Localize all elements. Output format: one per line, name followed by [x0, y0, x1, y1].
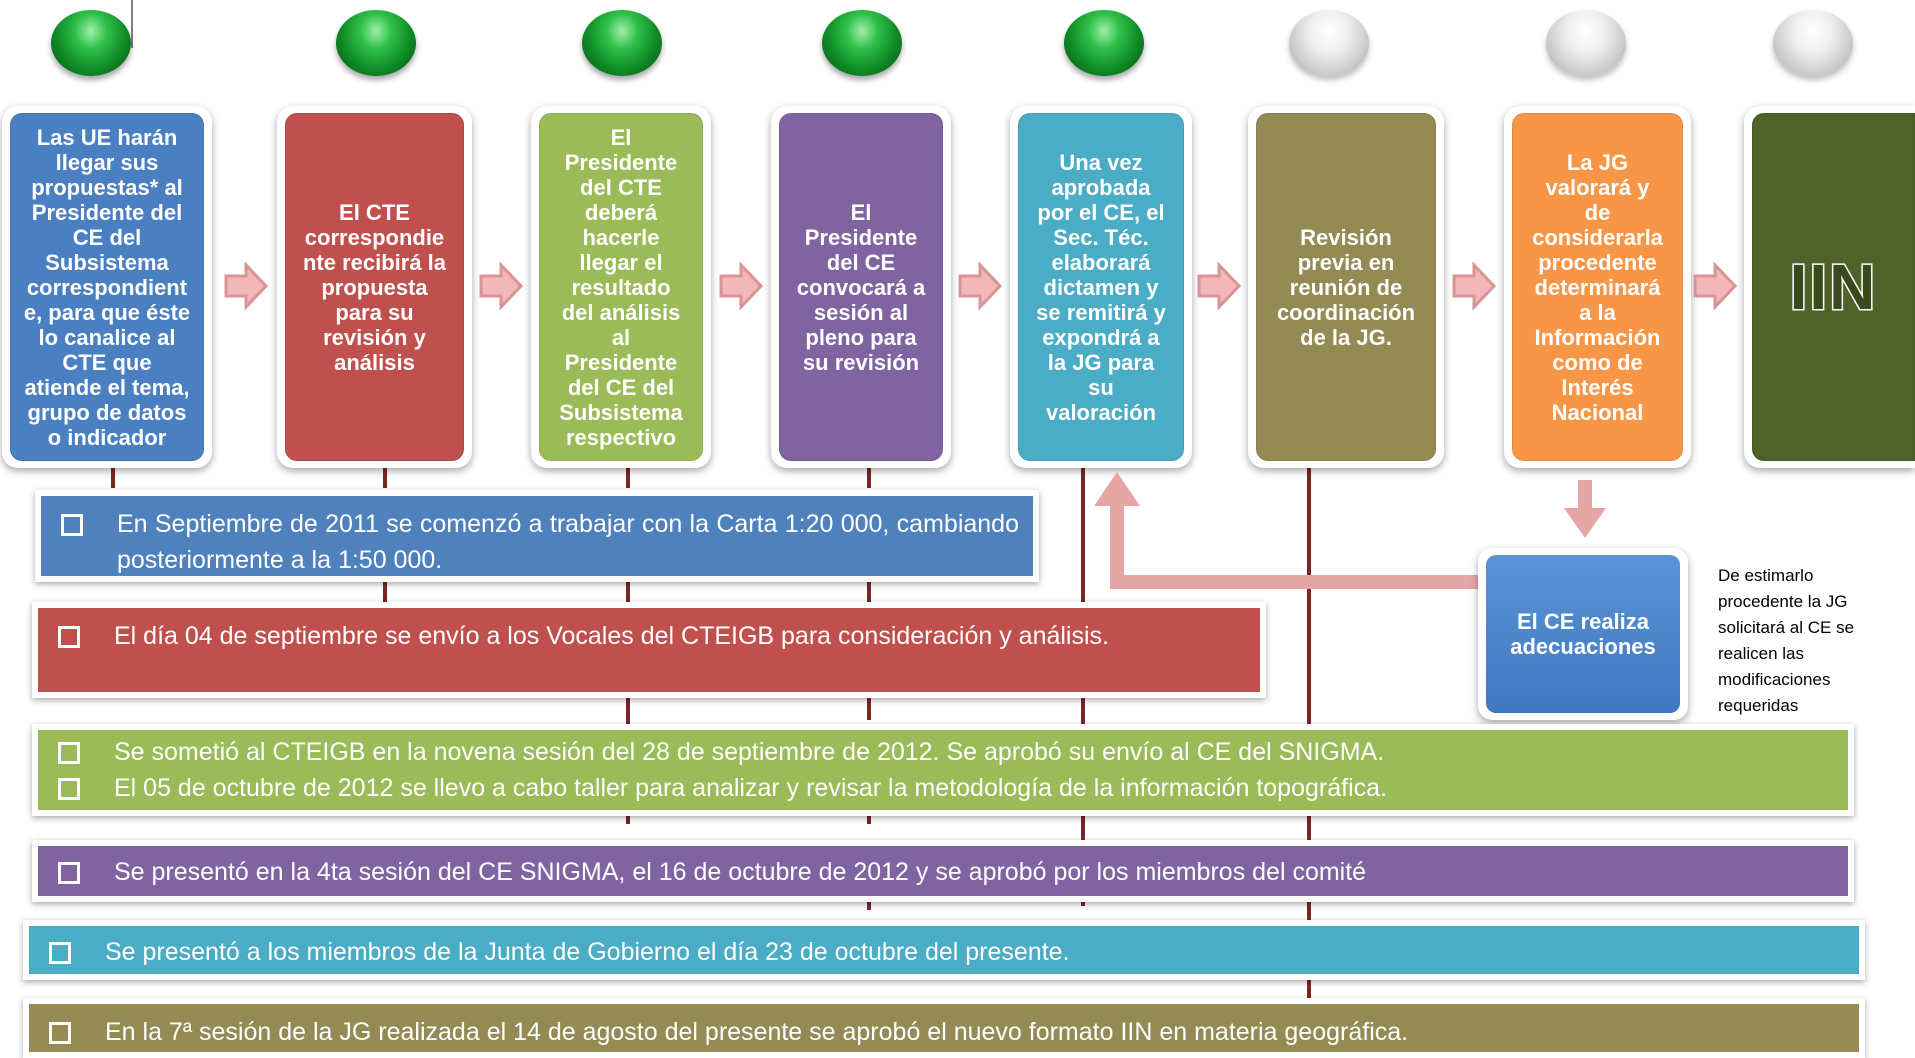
note-item: Se presentó en la 4ta sesión del CE SNIG…: [50, 854, 1834, 890]
connector-line-5b: [867, 696, 871, 720]
adjustments-box: El CE realiza adecuaciones: [1478, 548, 1688, 720]
status-lamp-7: [1546, 10, 1626, 76]
flow-arrow-5: [1197, 262, 1241, 310]
note-band-6-body: En la 7ª sesión de la JG realizada el 14…: [29, 1004, 1859, 1052]
note-band-1: En Septiembre de 2011 se comenzó a traba…: [35, 490, 1039, 582]
step-card-4: El Presidente del CE convocará a sesión …: [771, 106, 951, 468]
status-lamp-6: [1289, 10, 1369, 76]
step-card-6: Revisión previa en reunión de coordinaci…: [1248, 106, 1444, 468]
step-text-2: El CTE correspondie nte recibirá la prop…: [302, 199, 447, 375]
step-card-3-body: El Presidente del CTE deberá hacerle lle…: [539, 113, 703, 461]
connector-line-2: [383, 466, 387, 488]
note-text: En Septiembre de 2011 se comenzó a traba…: [117, 510, 1019, 574]
flow-arrow-6: [1452, 262, 1496, 310]
down-arrow: [1564, 480, 1606, 538]
step-text-4: El Presidente del CE convocará a sesión …: [796, 199, 926, 375]
note-text: Se presentó en la 4ta sesión del CE SNIG…: [114, 858, 1367, 886]
step-text-8: IIN: [1788, 250, 1878, 323]
note-band-2-body: El día 04 de septiembre se envío a los V…: [38, 608, 1260, 692]
step-card-7: La JG valorará y de considerarla procede…: [1504, 106, 1691, 468]
note-band-5: Se presentó a los miembros de la Junta d…: [23, 920, 1865, 980]
flow-arrow-4: [958, 262, 1002, 310]
connector-line-rev: [1307, 466, 1311, 956]
step-card-6-body: Revisión previa en reunión de coordinaci…: [1256, 113, 1436, 461]
connector-line-jg-a: [626, 700, 630, 724]
note-text: Se presentó a los miembros de la Junta d…: [105, 938, 1070, 966]
step-text-7: La JG valorará y de considerarla procede…: [1532, 149, 1663, 425]
checkbox-icon: [58, 778, 80, 800]
status-lamp-4: [822, 10, 902, 76]
connector-line-4: [867, 466, 871, 488]
checkbox-icon: [58, 742, 80, 764]
status-lamp-3: [582, 10, 662, 76]
flow-arrow-2: [479, 262, 523, 310]
note-text: En la 7ª sesión de la JG realizada el 14…: [105, 1018, 1409, 1046]
step-card-1-body: Las UE harán llegar sus propuestas* al P…: [10, 113, 204, 461]
top-connector-line: [131, 0, 133, 48]
checkbox-icon: [58, 862, 80, 884]
step-text-6: Revisión previa en reunión de coordinaci…: [1276, 224, 1416, 350]
flow-arrow-7: [1693, 262, 1737, 310]
status-lamp-8: [1773, 10, 1853, 76]
step-card-3: El Presidente del CTE deberá hacerle lle…: [531, 106, 711, 468]
step-card-2-body: El CTE correspondie nte recibirá la prop…: [285, 113, 464, 461]
adjustments-box-body: El CE realiza adecuaciones: [1486, 555, 1680, 713]
connector-line-d: [1307, 970, 1311, 1000]
checkbox-icon: [58, 626, 80, 648]
note-item: Se presentó a los miembros de la Junta d…: [41, 934, 1845, 970]
flow-arrow-3: [719, 262, 763, 310]
note-item: El día 04 de septiembre se envío a los V…: [50, 618, 1246, 654]
note-band-3: Se sometió al CTEIGB en la novena sesión…: [32, 724, 1854, 816]
checkbox-icon: [49, 942, 71, 964]
step-card-4-body: El Presidente del CE convocará a sesión …: [779, 113, 943, 461]
return-arrow: [1094, 472, 1480, 589]
note-text: El día 04 de septiembre se envío a los V…: [114, 622, 1109, 650]
adjustments-box-text: El CE realiza adecuaciones: [1510, 609, 1656, 659]
note-band-6: En la 7ª sesión de la JG realizada el 14…: [23, 998, 1865, 1058]
flow-arrow-1: [224, 262, 268, 310]
note-text: El 05 de octubre de 2012 se llevo a cabo…: [114, 774, 1387, 802]
note-item: El 05 de octubre de 2012 se llevo a cabo…: [50, 770, 1834, 806]
checkbox-icon: [49, 1022, 71, 1044]
note-item: En Septiembre de 2011 se comenzó a traba…: [53, 506, 1019, 578]
connector-line-2b: [626, 582, 630, 602]
note-band-4: Se presentó en la 4ta sesión del CE SNIG…: [32, 840, 1854, 902]
note-band-4-body: Se presentó en la 4ta sesión del CE SNIG…: [38, 846, 1848, 896]
step-text-3: El Presidente del CTE deberá hacerle lle…: [559, 124, 683, 450]
note-band-5-body: Se presentó a los miembros de la Junta d…: [29, 926, 1859, 974]
step-card-8: IIN: [1744, 106, 1915, 468]
note-band-3-body: Se sometió al CTEIGB en la novena sesión…: [38, 730, 1848, 810]
note-item: En la 7ª sesión de la JG realizada el 14…: [41, 1014, 1845, 1050]
checkbox-icon: [61, 514, 83, 536]
connector-line-1b: [383, 582, 387, 602]
note-band-2: El día 04 de septiembre se envío a los V…: [32, 602, 1266, 698]
connector-line-b: [867, 808, 871, 824]
note-text: Se sometió al CTEIGB en la novena sesión…: [114, 738, 1385, 766]
step-card-2: El CTE correspondie nte recibirá la prop…: [277, 106, 472, 468]
note-band-1-body: En Septiembre de 2011 se comenzó a traba…: [41, 496, 1033, 576]
step-card-7-body: La JG valorará y de considerarla procede…: [1512, 113, 1683, 461]
status-lamp-2: [336, 10, 416, 76]
step-card-1: Las UE harán llegar sus propuestas* al P…: [2, 106, 212, 468]
note-item: Se sometió al CTEIGB en la novena sesión…: [50, 734, 1834, 770]
connector-line-a: [626, 808, 630, 824]
connector-line-3b: [867, 582, 871, 602]
step-text-1: Las UE harán llegar sus propuestas* al P…: [23, 124, 191, 450]
connector-line-3: [626, 466, 630, 488]
status-lamp-1: [51, 10, 131, 76]
side-note: De estimarlo procedente la JG solicitará…: [1718, 566, 1855, 715]
step-card-8-body: IIN: [1752, 113, 1915, 461]
status-lamp-5: [1064, 10, 1144, 76]
step-text-5: Una vez aprobada por el CE, el Sec. Téc.…: [1036, 149, 1166, 425]
step-card-5: Una vez aprobada por el CE, el Sec. Téc.…: [1010, 106, 1192, 468]
connector-line-1: [111, 466, 115, 488]
step-card-5-body: Una vez aprobada por el CE, el Sec. Téc.…: [1018, 113, 1184, 461]
